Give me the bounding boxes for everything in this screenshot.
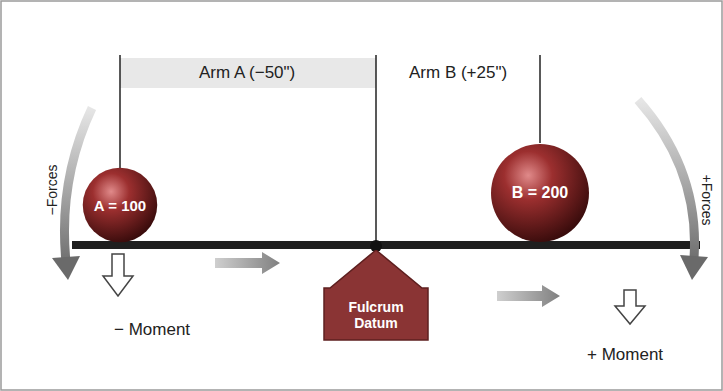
arm-band [120,58,376,88]
force-label: +Forces [699,175,715,226]
down-arrow [615,290,645,324]
lever-beam [72,241,700,249]
moment-label: − Moment [114,320,190,340]
datum-line [375,55,377,244]
force-arrow [638,100,695,258]
hang-line [539,55,541,143]
weight-ball: A = 100 [82,167,158,243]
weight-value: B = 200 [512,184,568,202]
arrow-head [680,255,708,280]
direction-arrow [497,285,560,307]
arrow-head [52,256,80,280]
force-arrow [64,108,92,262]
direction-arrow [215,252,280,274]
hang-line [119,55,121,168]
arm-label: Arm B (+25") [409,63,507,83]
arm-label: Arm A (−50") [199,63,295,83]
moment-label: + Moment [587,345,663,365]
weight-ball: B = 200 [490,143,590,243]
fulcrum-block: Fulcrum Datum [322,250,430,342]
fulcrum-label: Fulcrum Datum [339,299,413,331]
weight-value: A = 100 [94,197,146,214]
down-arrow [103,254,133,296]
force-label: −Forces [44,165,60,216]
